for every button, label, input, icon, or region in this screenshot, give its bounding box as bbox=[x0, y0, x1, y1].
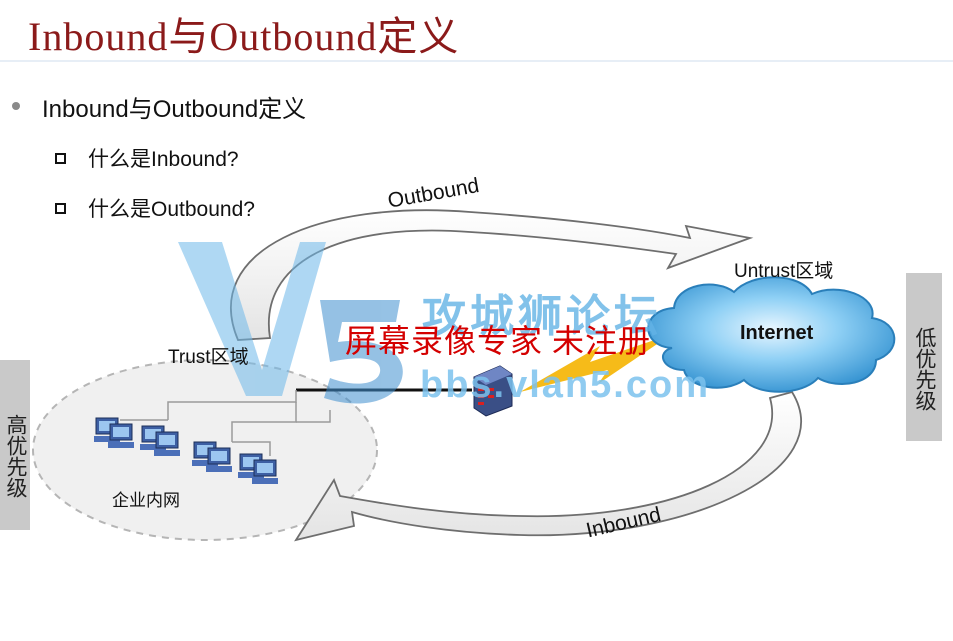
sub-bullet-marker bbox=[55, 203, 66, 214]
firewall-icon bbox=[473, 365, 513, 417]
slide-title: Inbound与Outbound定义 bbox=[28, 14, 460, 59]
high-priority-tag: 高优先级 bbox=[0, 360, 30, 530]
inbound-arrow bbox=[294, 390, 802, 542]
title-divider bbox=[0, 60, 953, 62]
internet-label: Internet bbox=[740, 322, 814, 344]
watermark-brand: 攻城狮论坛 bbox=[422, 292, 662, 341]
main-bullet: Inbound与Outbound定义 bbox=[42, 96, 307, 123]
low-priority-tag: 低优先级 bbox=[906, 273, 942, 441]
sub-item-outbound: 什么是Outbound? bbox=[88, 198, 255, 221]
sub-bullet-marker bbox=[55, 153, 66, 164]
sub-item-inbound: 什么是Inbound? bbox=[88, 148, 239, 171]
watermark-site: bbs.vlan5.com bbox=[420, 364, 710, 406]
trust-zone-label: Trust区域 bbox=[168, 347, 249, 368]
watermark-logo bbox=[178, 242, 403, 404]
outbound-arrow bbox=[230, 209, 754, 341]
internet-cloud bbox=[647, 276, 896, 393]
intranet-links bbox=[120, 390, 331, 456]
untrust-zone-label: Untrust区域 bbox=[734, 261, 834, 282]
lightning-link bbox=[520, 334, 672, 392]
intranet-label: 企业内网 bbox=[112, 491, 180, 510]
watermark-recorder: 屏幕录像专家 未注册 bbox=[345, 323, 652, 359]
bullet-dot bbox=[12, 102, 20, 110]
pc-icons bbox=[94, 417, 278, 484]
